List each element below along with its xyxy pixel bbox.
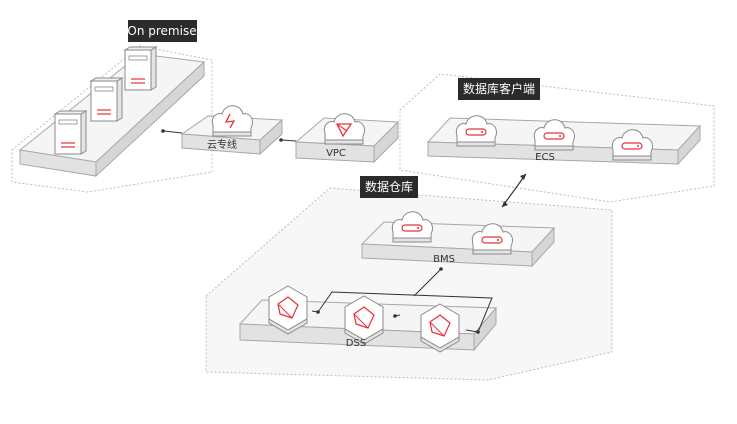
server-icon: [124, 46, 157, 91]
data-warehouse-label: 数据仓库: [365, 179, 413, 194]
dss-bus-lines: [311, 291, 493, 334]
vpc-platform: [294, 117, 400, 164]
db-client-group-outline: [399, 73, 715, 203]
db-client-tag: 数据库客户端: [458, 78, 540, 100]
cloud-lightning-icon: [211, 105, 253, 137]
connector-direct-connect-to-on-premise: [161, 129, 183, 134]
storage-cube-icon: [344, 295, 384, 345]
data-warehouse-tag: 数据仓库: [360, 176, 418, 198]
ecs-label: ECS: [535, 152, 555, 163]
vpc-label: VPC: [326, 148, 346, 159]
storage-cube-icon: [420, 303, 460, 353]
cloud-server-icon: [611, 129, 653, 161]
storage-cube-icon: [268, 285, 308, 335]
server-icon: [54, 110, 87, 155]
db-client-label: 数据库客户端: [463, 81, 535, 96]
on-premise-label: On premise: [127, 24, 196, 38]
connector-vpc-to-direct-connect: [279, 138, 297, 142]
bms-platform: [360, 221, 556, 268]
cloud-server-icon: [471, 223, 513, 255]
on-premise-tag: On premise: [127, 20, 197, 42]
direct-connect-label: 云专线: [207, 138, 237, 151]
cloud-server-icon: [391, 211, 433, 243]
cloud-server-icon: [533, 119, 575, 151]
server-icon: [90, 77, 123, 122]
dss-label: DSS: [346, 338, 366, 349]
bms-label: BMS: [433, 254, 455, 265]
cloud-server-icon: [455, 115, 497, 147]
on-premise-group-outline: [11, 45, 213, 193]
connector-dss-to-bms: [413, 267, 443, 297]
cloud-vpc-icon: [323, 113, 365, 145]
connector-bms-to-ecs: [501, 173, 527, 208]
